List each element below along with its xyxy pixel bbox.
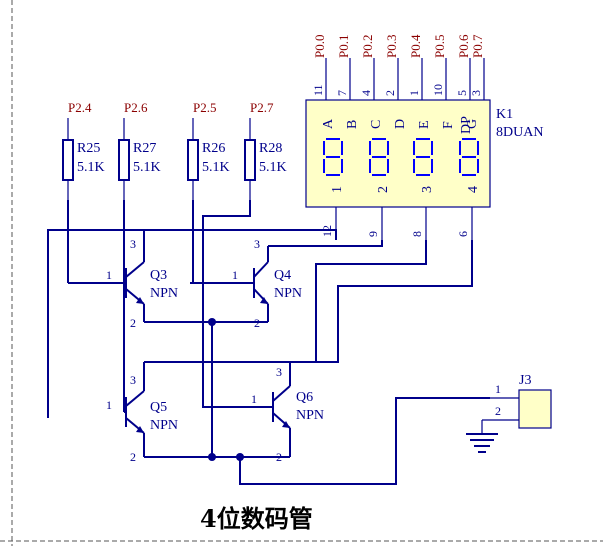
pin-number: 3 xyxy=(130,373,136,387)
digit-label: 2 xyxy=(376,186,391,193)
net-label: P0.5 xyxy=(432,35,447,58)
pin-number: 3 xyxy=(130,237,136,251)
junctions xyxy=(208,318,244,461)
net-label: P0.2 xyxy=(360,35,375,58)
transistor-ref: Q6 xyxy=(296,390,313,405)
segment-net-labels: P0.0 P0.1 P0.2 P0.3 P0.4 P0.5 P0.6 P0.7 xyxy=(312,34,485,58)
net-label: P0.4 xyxy=(408,34,423,58)
resistor-r25: P2.4 R25 5.1K xyxy=(62,100,105,200)
transistor-type: NPN xyxy=(150,418,178,433)
seven-segment-display-k1: K1 8DUAN P0.0 P0.1 P0.2 P0.3 P0.4 P0.5 P… xyxy=(305,34,543,240)
pin-number: 1 xyxy=(106,268,112,282)
connector-ref: J3 xyxy=(519,373,531,388)
transistor-q4: 1 3 2 Q4 NPN xyxy=(190,237,302,330)
pin-number: 4 xyxy=(359,90,373,96)
pin-number: 2 xyxy=(130,450,136,464)
ground-icon xyxy=(466,420,498,453)
digit-label: 3 xyxy=(420,186,435,193)
digit-glyph xyxy=(323,138,343,176)
net-label: P0.7 xyxy=(470,34,485,58)
resistor-r27: P2.6 R27 5.1K xyxy=(118,100,161,200)
segment-letters: A B C D E F G DP xyxy=(321,116,480,134)
pin-number: 5 xyxy=(455,90,469,96)
display-ref: K1 xyxy=(496,107,513,122)
net-label: P2.7 xyxy=(250,100,274,115)
resistor-ref: R25 xyxy=(77,141,100,156)
segment-pins xyxy=(325,58,485,100)
pin-number: 2 xyxy=(495,404,501,418)
resistor-r28: P2.7 R28 5.1K xyxy=(244,100,287,200)
transistor-type: NPN xyxy=(274,286,302,301)
digit-pin-numbers: 12 9 8 6 xyxy=(320,225,470,237)
net-label: P0.3 xyxy=(384,35,399,58)
digit-glyph xyxy=(413,138,433,176)
pin-number: 8 xyxy=(410,231,424,237)
transistor-q3: 1 3 2 Q3 NPN xyxy=(68,230,178,330)
net-label: P2.4 xyxy=(68,100,92,115)
pin-number: 2 xyxy=(130,316,136,330)
segment-letter: A xyxy=(321,118,336,129)
digit-glyphs xyxy=(323,138,479,176)
transistor-type: NPN xyxy=(150,286,178,301)
pin-number: 9 xyxy=(366,231,380,237)
pin-number: 1 xyxy=(495,382,501,396)
transistor-ref: Q3 xyxy=(150,268,167,283)
segment-letter: D xyxy=(393,119,408,129)
digit-pins xyxy=(335,207,473,240)
pin-number: 1 xyxy=(251,392,257,406)
resistor-value: 5.1K xyxy=(259,160,287,175)
digit-label: 4 xyxy=(466,186,481,193)
pin-number: 10 xyxy=(431,84,445,96)
transistor-ref: Q5 xyxy=(150,400,167,415)
segment-pin-numbers: 11 7 4 2 1 10 5 3 xyxy=(311,84,483,96)
net-label: P0.0 xyxy=(312,35,327,58)
segment-letter: C xyxy=(369,120,384,129)
resistor-value: 5.1K xyxy=(77,160,105,175)
net-label: P0.1 xyxy=(336,35,351,58)
segment-letter: F xyxy=(441,121,456,129)
pin-number: 11 xyxy=(311,84,325,96)
digit-labels: 1 2 3 4 xyxy=(330,186,481,193)
segment-letter: G xyxy=(465,119,480,129)
segment-letter: DP xyxy=(459,116,474,134)
pin-number: 3 xyxy=(254,237,260,251)
pin-number: 1 xyxy=(407,90,421,96)
transistor-q5: 1 3 2 Q5 NPN xyxy=(106,362,178,464)
net-label: P2.5 xyxy=(193,100,216,115)
pin-number: 1 xyxy=(106,398,112,412)
pin-number: 3 xyxy=(469,90,483,96)
net-label: P2.6 xyxy=(124,100,148,115)
transistor-q6: 1 3 2 Q6 NPN xyxy=(250,362,324,464)
diagram-title: 4位数码管 xyxy=(200,504,313,533)
resistor-ref: R26 xyxy=(202,141,225,156)
resistor-r26: P2.5 R26 5.1K xyxy=(187,100,230,200)
resistor-value: 5.1K xyxy=(202,160,230,175)
pin-number: 3 xyxy=(276,365,282,379)
display-type: 8DUAN xyxy=(496,125,543,140)
resistor-ref: R28 xyxy=(259,141,282,156)
pin-number: 1 xyxy=(232,268,238,282)
pin-number: 7 xyxy=(335,90,349,96)
connector-j3: 1 2 J3 xyxy=(482,373,552,429)
digit-label: 1 xyxy=(330,186,345,193)
transistor-type: NPN xyxy=(296,408,324,423)
resistor-value: 5.1K xyxy=(133,160,161,175)
net-label: P0.6 xyxy=(456,34,471,58)
segment-letter: E xyxy=(417,120,432,129)
resistor-ref: R27 xyxy=(133,141,156,156)
segment-letter: B xyxy=(345,120,360,129)
pin-number: 6 xyxy=(456,231,470,237)
digit-glyph xyxy=(459,138,479,176)
pin-number: 2 xyxy=(383,90,397,96)
wires xyxy=(47,200,490,485)
transistor-ref: Q4 xyxy=(274,268,291,283)
digit-glyph xyxy=(369,138,389,176)
